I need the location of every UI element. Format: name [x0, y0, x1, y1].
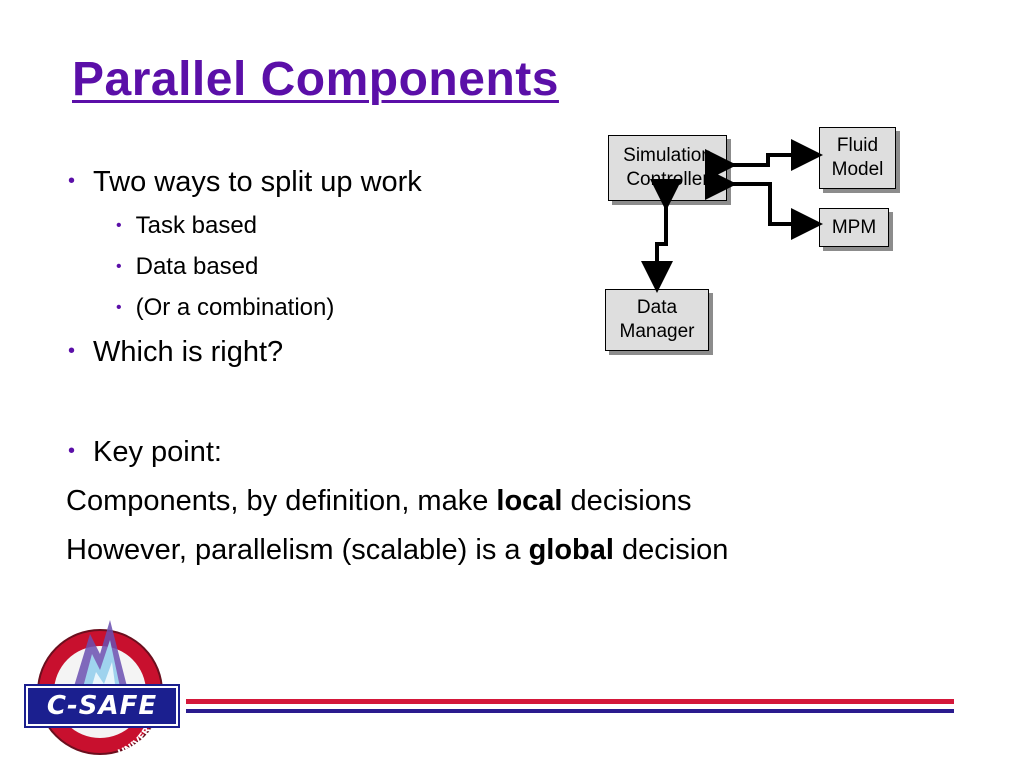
- sub-bullet-task-based: • Task based: [116, 212, 257, 240]
- statement-local: Components, by definition, make local de…: [66, 485, 691, 518]
- edge-controller-mpm: [705, 168, 823, 240]
- bullet-marker: •: [116, 217, 122, 234]
- statement-global: However, parallelism (scalable) is a glo…: [66, 534, 728, 567]
- footer-rule-red: [186, 699, 954, 704]
- logo-text: C-SAFE: [26, 686, 178, 726]
- node-mpm: MPM: [819, 208, 889, 247]
- node-simulation-controller: Simulation Controller: [608, 135, 727, 201]
- node-label: MPM: [831, 216, 877, 238]
- emphasis-local: local: [496, 485, 563, 517]
- bullet-text: Key point:: [93, 436, 222, 468]
- bullet-text: (Or a combination): [135, 294, 335, 321]
- node-data-manager: Data Manager: [605, 289, 709, 351]
- edge-controller-datamanager: [641, 179, 682, 293]
- node-label: Simulation: [623, 145, 712, 166]
- bullet-marker: •: [68, 170, 76, 192]
- bullet-marker: •: [116, 299, 122, 316]
- node-label: Model: [831, 159, 884, 180]
- bullet-text: Which is right?: [93, 336, 284, 368]
- emphasis-global: global: [528, 534, 614, 566]
- edge-controller-fluid: [705, 139, 823, 181]
- node-label: Controller: [626, 169, 709, 190]
- statement-text: decision: [613, 534, 729, 566]
- bullet-marker: •: [68, 440, 76, 462]
- statement-text: However, parallelism (scalable) is a: [66, 534, 529, 566]
- c-safe-logo: UNIVERSITY OF UTAH C-SAFE: [16, 602, 180, 760]
- bullet-text: Two ways to split up work: [93, 166, 422, 198]
- bullet-marker: •: [116, 258, 122, 275]
- bullet-key-point: • Key point:: [68, 436, 222, 469]
- footer-rule-blue: [186, 709, 954, 713]
- node-label: Fluid: [836, 135, 879, 156]
- logo-emblem-icon: UNIVERSITY OF UTAH: [16, 602, 163, 759]
- node-label: Data: [636, 297, 678, 318]
- node-fluid-model: Fluid Model: [819, 127, 896, 189]
- node-label: Manager: [619, 321, 695, 342]
- sub-bullet-combination: • (Or a combination): [116, 294, 334, 322]
- bullet-marker: •: [68, 340, 76, 362]
- bullet-which-right: • Which is right?: [68, 336, 283, 369]
- statement-text: Components, by definition, make: [66, 485, 497, 517]
- sub-bullet-data-based: • Data based: [116, 253, 258, 281]
- slide-title: Parallel Components: [72, 53, 559, 106]
- bullet-split-work: • Two ways to split up work: [68, 166, 422, 199]
- statement-text: decisions: [562, 485, 692, 517]
- bullet-text: Task based: [135, 212, 258, 239]
- bullet-text: Data based: [135, 253, 259, 280]
